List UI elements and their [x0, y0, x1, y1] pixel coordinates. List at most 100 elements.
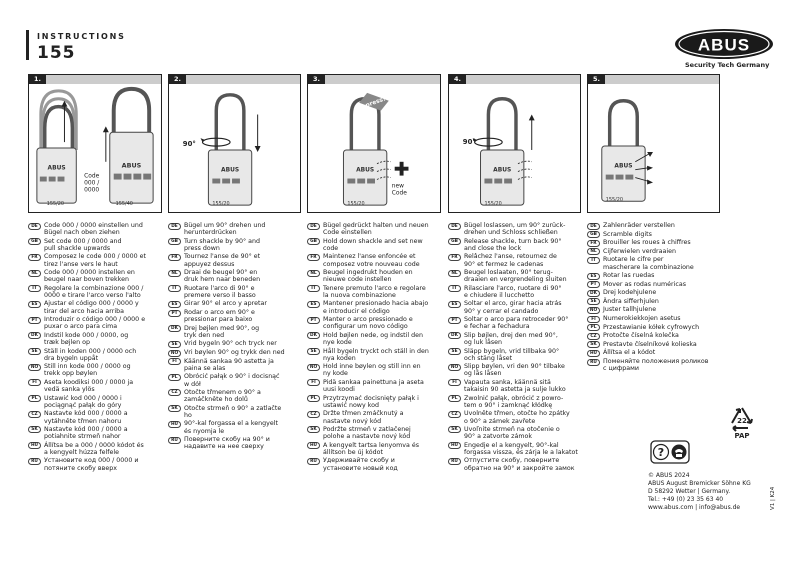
svg-text:ABUS: ABUS [614, 164, 632, 170]
instruction-text: Ruotare l'arco di 90° e premere verso il… [184, 284, 256, 300]
instruction-text: Podržte strmeň v zatlačenej polohe a nas… [323, 425, 411, 441]
instruction-text: Otočte třmenem o 90° a zamáčkněte ho dol… [184, 388, 261, 404]
instruction-text: Otočte strmeň o 90° a zatlačte ho [184, 404, 282, 419]
language-code-badge: FI [587, 315, 600, 323]
instruction-text: Soltar o arco para retroceder 90° e fech… [464, 316, 569, 331]
language-code-badge: RU [448, 457, 461, 465]
instruction-text: Поверните скобу на 90° и надавите на нее… [184, 436, 270, 451]
footer-copyright: © ABUS 2024 [648, 472, 690, 479]
help-hotline-icon: ? [650, 440, 690, 464]
step-number: 4. [449, 75, 466, 84]
instruction-text: Tenere premuto l'arco e regolare la nuov… [323, 284, 426, 300]
language-code-badge: PL [307, 395, 320, 403]
language-code-badge: GB [168, 238, 181, 246]
instruction-text: Relâchez l'anse, retournez de 90° et fer… [464, 253, 557, 268]
instruction-text: Hold down shackle and set new code [323, 237, 423, 252]
instruction-text: Отпустите скобу, поверните обратно на 90… [464, 457, 575, 472]
new-code-label: new [392, 183, 404, 189]
step-panel-5: 5. ABUS 155/20 [587, 74, 720, 213]
language-code-badge: SK [587, 341, 600, 349]
instruction-text: Rilasciare l'arco, ruotare di 90° e chiu… [464, 284, 562, 300]
svg-text:ABUS: ABUS [356, 168, 374, 174]
language-code-badge: DK [448, 332, 461, 340]
language-code-badge: CZ [307, 410, 320, 418]
language-code-badge: SE [587, 298, 600, 306]
language-code-badge: SE [28, 348, 41, 355]
instruction-text: Vri bøylen 90° og trykk den ned [184, 349, 285, 356]
language-code-badge: PL [28, 395, 41, 403]
step-number: 3. [308, 75, 325, 84]
instruction-text: Nastavte kód 000 / 0000 a vytáhněte třme… [44, 410, 128, 425]
language-code-badge: PL [448, 395, 461, 403]
language-code-badge: DE [307, 222, 320, 230]
step-panel-2: 2. ABUS 155/20 90° [168, 74, 301, 213]
instruction-text: Juster tallhjulene [603, 306, 657, 314]
instruction-text: Przytrzymać docisnięty pałąk i ustawić n… [323, 394, 419, 409]
language-code-badge: ES [307, 300, 320, 308]
instruction-text: Установите код 000 / 0000 и потяните ско… [44, 457, 139, 472]
language-code-badge: HU [448, 442, 461, 450]
language-code-badge: RU [307, 457, 320, 465]
instruction-text: Drej kodehjulene [603, 289, 657, 297]
rotation-angle: 90° [183, 140, 196, 148]
language-code-badge: SK [448, 426, 461, 434]
language-code-badge: DE [587, 222, 600, 230]
language-code-badge: GB [448, 238, 461, 246]
instruction-text: Käännä sankaa 90 astetta ja paina se ala… [184, 357, 274, 372]
instruction-text: Rodar o arco em 90° e pressionar para ba… [184, 309, 255, 324]
instruction-text: Ustawić kod 000 / 0000 i pociągnąć pałąk… [44, 394, 122, 409]
lock-model-label: 155/20 [606, 197, 623, 203]
instruction-text: Przestawianie kółek cyfrowych [603, 323, 700, 331]
language-code-badge: NO [307, 363, 320, 371]
language-code-badge: FI [168, 358, 181, 366]
instruction-text: Scramble digits [603, 230, 652, 238]
language-code-badge: NO [28, 363, 41, 371]
svg-text:ABUS: ABUS [221, 168, 239, 174]
instruction-text: Maintenez l'anse enfoncée et composez vo… [323, 253, 420, 268]
language-code-badge: IT [168, 285, 181, 293]
language-code-badge: DK [168, 325, 181, 333]
language-code-badge: RU [28, 457, 41, 465]
language-code-badge: HU [307, 442, 320, 450]
language-code-badge: CZ [587, 332, 600, 340]
language-code-badge: SE [307, 348, 320, 355]
